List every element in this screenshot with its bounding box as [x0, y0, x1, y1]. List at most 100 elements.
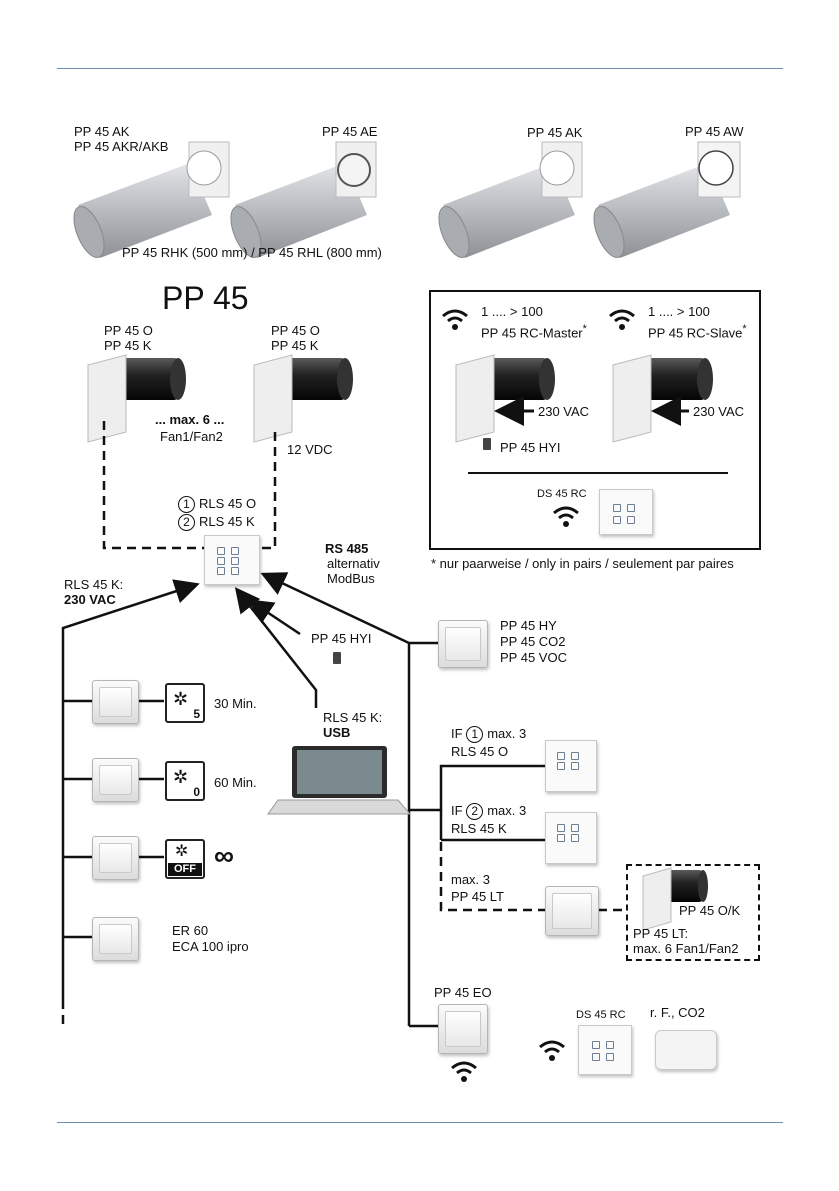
label-modbus: ModBus — [327, 571, 375, 586]
ds-keys — [611, 500, 640, 525]
label-sensor-voc: PP 45 VOC — [500, 650, 567, 665]
switch-30min[interactable] — [92, 680, 139, 724]
label-230vac: 230 VAC — [64, 592, 116, 607]
pipe-ak-2 — [438, 141, 583, 258]
if2-prefix: IF — [451, 803, 463, 818]
label-unit-left-o: PP 45 O — [104, 323, 153, 338]
rls-45-k-controller[interactable] — [545, 812, 597, 864]
if2-max: max. 3 — [487, 803, 527, 818]
sensor-switch[interactable] — [438, 620, 488, 668]
label-rs485: RS 485 — [325, 541, 369, 556]
label-12vdc: 12 VDC — [287, 442, 333, 457]
controller-keys — [216, 546, 247, 575]
label-unit-right-o: PP 45 O — [271, 323, 320, 338]
rc-master-text: PP 45 RC-Master — [481, 325, 583, 341]
label-sensor-co2: PP 45 CO2 — [500, 634, 566, 649]
label-rls-o-text: RLS 45 O — [199, 496, 257, 511]
label-usb-rls: RLS 45 K: — [323, 710, 383, 725]
fan-num-0: 0 — [193, 785, 200, 799]
unit-right — [253, 354, 353, 443]
rc-slave-text: PP 45 RC-Slave — [648, 325, 743, 341]
rls-45-o-controller[interactable] — [545, 740, 597, 792]
if2-circle: 2 — [466, 803, 484, 820]
rc-slave-label: PP 45 RC-Slave* — [648, 321, 747, 341]
fan-off-text: OFF — [168, 863, 202, 876]
fan-off-icon: ✲OFF — [165, 839, 205, 879]
label-hyi: PP 45 HYI — [311, 631, 372, 646]
switch-60min[interactable] — [92, 758, 139, 802]
label-rf-co2: r. F., CO2 — [650, 1005, 705, 1020]
label-pp45-ak: PP 45 AK — [74, 124, 130, 139]
label-bottom-ds: DS 45 RC — [576, 1009, 626, 1021]
wifi-icon — [609, 309, 635, 330]
bottom-rule — [57, 1122, 783, 1123]
ds-45-rc-switch[interactable] — [599, 489, 653, 535]
switch-off[interactable] — [92, 836, 139, 880]
label-pp45-ak-2: PP 45 AK — [527, 125, 583, 140]
label-if1-name: RLS 45 O — [451, 744, 509, 759]
rc-hyi-label: PP 45 HYI — [500, 440, 561, 455]
hyi-sensor-icon — [483, 438, 491, 450]
circle-1: 1 — [178, 496, 195, 513]
label-lt-name: PP 45 LT — [451, 889, 504, 904]
label-alternativ: alternativ — [327, 556, 380, 571]
unit-left — [87, 354, 186, 443]
label-rls-k-230: RLS 45 K: — [64, 577, 124, 592]
rc-footnote: * nur paarweise / only in pairs / seulem… — [431, 556, 734, 571]
label-60-min: 60 Min. — [214, 775, 257, 790]
ok-dashed-box — [626, 864, 760, 961]
if1-circle: 1 — [466, 726, 484, 743]
switch-er60[interactable] — [92, 917, 139, 961]
label-rls-k-text: RLS 45 K — [199, 514, 255, 529]
if1-max: max. 3 — [487, 726, 527, 741]
label-er60: ER 60 — [172, 923, 209, 938]
pipes-caption: PP 45 RHK (500 mm) / PP 45 RHL (800 mm) — [122, 245, 382, 260]
rf-co2-sensor — [655, 1030, 717, 1070]
rc-master-star: * — [582, 323, 587, 335]
wifi-icon — [442, 309, 468, 330]
circle-2: 2 — [178, 514, 195, 531]
label-usb: USB — [323, 725, 351, 740]
rc-slave-star: * — [742, 323, 747, 335]
bottom-ds-45-rc[interactable] — [578, 1025, 632, 1075]
pipe-ae — [230, 141, 377, 258]
label-unit-left-k: PP 45 K — [104, 338, 152, 353]
label-30-min: 30 Min. — [214, 696, 257, 711]
label-pp45-ae: PP 45 AE — [322, 124, 378, 139]
label-sensor-hy: PP 45 HY — [500, 618, 557, 633]
label-unit-right-k: PP 45 K — [271, 338, 319, 353]
laptop-icon — [267, 746, 412, 815]
label-pp45-akr: PP 45 AKR/AKB — [74, 139, 169, 154]
wifi-icon — [553, 506, 579, 527]
pp-45-lt-switch[interactable] — [545, 886, 599, 936]
label-lt-note-2: max. 6 Fan1/Fan2 — [633, 941, 739, 956]
wifi-icon — [451, 1061, 477, 1082]
rc-slave-count: 1 .... > 100 — [648, 304, 710, 319]
label-lt-note-1: PP 45 LT: — [633, 926, 689, 941]
hyi-sensor-icon — [333, 652, 341, 664]
fan-boost-5-icon: ✲5 — [165, 683, 205, 723]
unit-ok — [642, 867, 708, 931]
if1-prefix: IF — [451, 726, 463, 741]
unit-rc-slave — [612, 354, 713, 443]
rc-ds-label: DS 45 RC — [537, 488, 587, 500]
label-pp45-aw: PP 45 AW — [685, 124, 744, 139]
label-lt-max: max. 3 — [451, 872, 491, 887]
top-rule — [57, 68, 783, 69]
pp-45-eo-switch[interactable] — [438, 1004, 488, 1054]
label-eca100: ECA 100 ipro — [172, 939, 249, 954]
label-230vac-left: 230 VAC — [538, 404, 590, 419]
label-ok: PP 45 O/K — [679, 903, 741, 918]
fan-boost-0-icon: ✲0 — [165, 761, 205, 801]
rc-master-label: PP 45 RC-Master* — [481, 321, 587, 341]
pipe-ak — [73, 141, 230, 258]
fan-num-5: 5 — [193, 707, 200, 721]
central-controller[interactable] — [204, 535, 260, 585]
label-max-fans: ... max. 6 ... — [155, 412, 225, 427]
unit-rc-master — [455, 354, 555, 443]
rc-master-count: 1 .... > 100 — [481, 304, 543, 319]
label-fan-types: Fan1/Fan2 — [160, 429, 223, 444]
